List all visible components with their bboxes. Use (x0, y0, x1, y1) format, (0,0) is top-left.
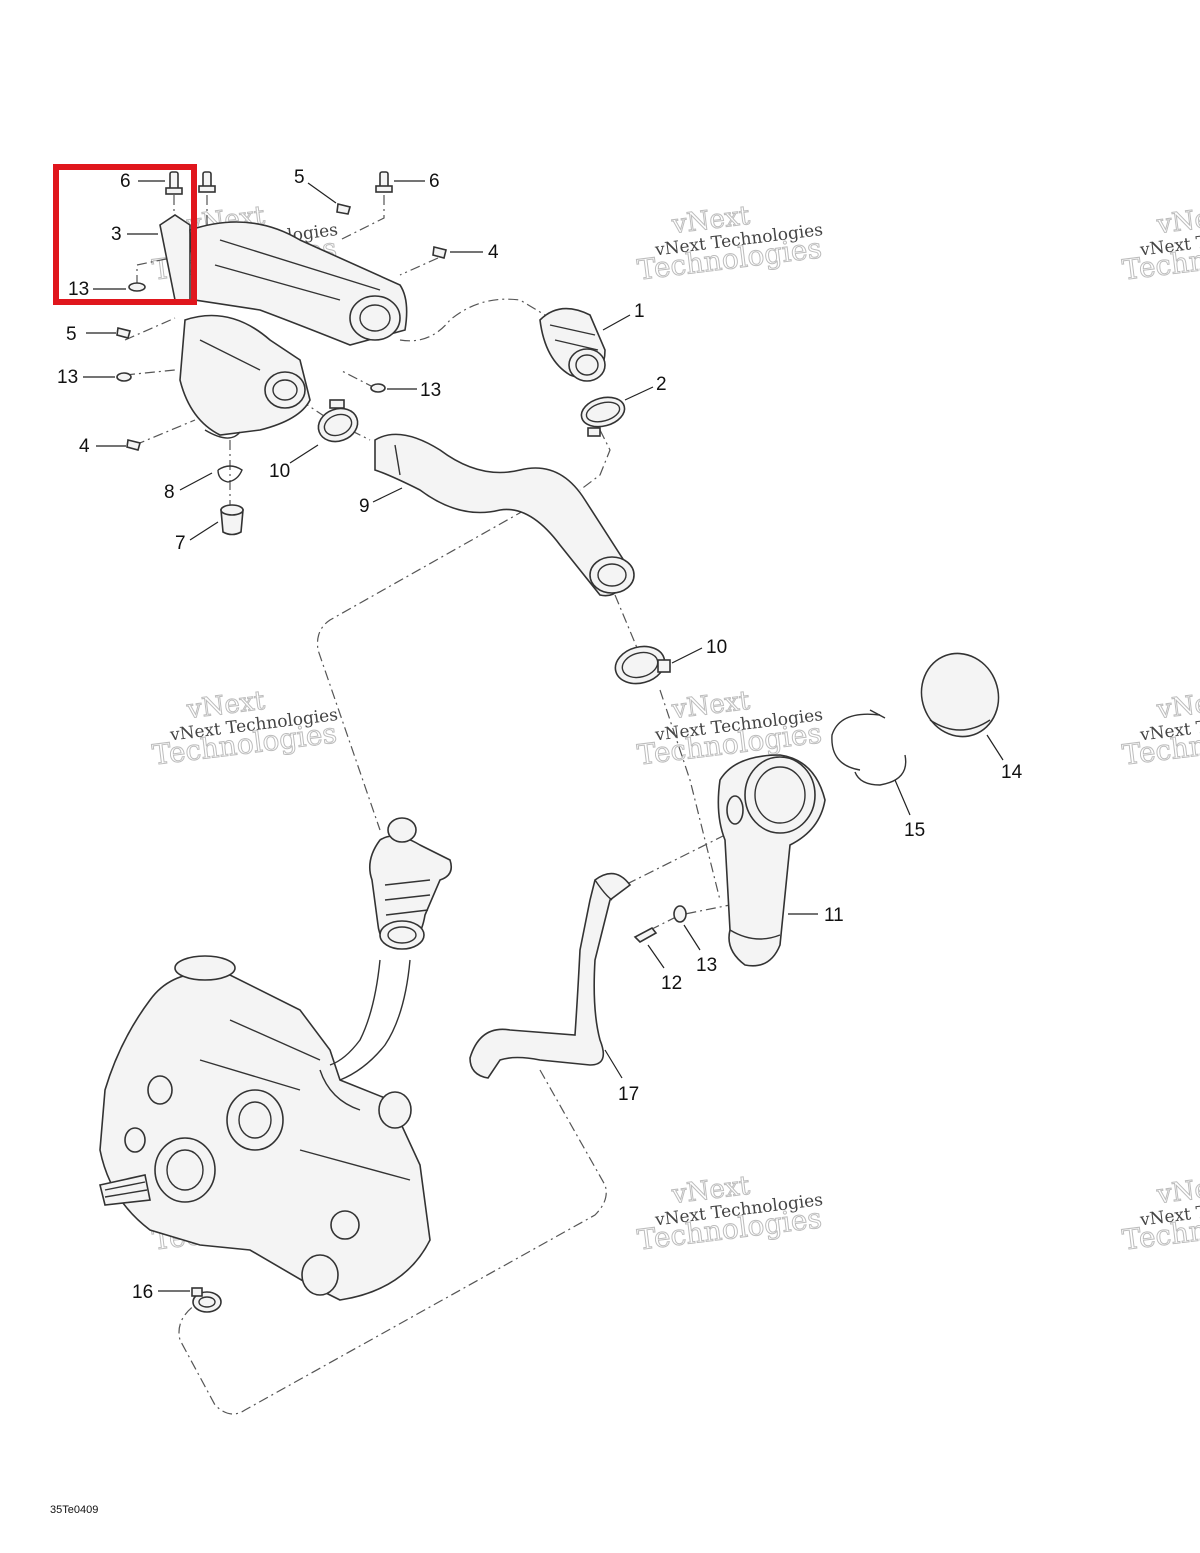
clamp-16-icon (191, 1287, 222, 1313)
callout-17: 17 (618, 1084, 639, 1105)
assembly-line (624, 834, 726, 886)
assembly-line (339, 195, 385, 241)
leader-line (671, 647, 703, 664)
leader-line (307, 182, 337, 204)
callout-8: 8 (164, 482, 175, 503)
assembly-line (339, 369, 376, 389)
clamp-10-upper-icon (317, 399, 359, 443)
callout-5: 5 (294, 167, 305, 188)
assembly-line (124, 317, 176, 341)
bracket-3-icon (159, 214, 191, 301)
leader-line (624, 386, 654, 401)
washer-13-icon (370, 383, 386, 393)
assembly-line (399, 298, 546, 342)
assembly-line (136, 254, 186, 285)
callout-1: 1 (634, 301, 645, 322)
callout-13: 13 (57, 367, 78, 388)
callout-2: 2 (656, 374, 667, 395)
cap-14-icon (920, 652, 1000, 738)
watermark: vNext vNext Technologies Technologies (1120, 1170, 1200, 1257)
callout-4: 4 (79, 436, 90, 457)
leader-line (289, 444, 319, 464)
watermark: vNext vNext Technologies Technologies (635, 1170, 824, 1257)
callouts: 6 3 13 5 6 4 1 5 13 13 2 4 10 8 9 7 10 1… (57, 167, 1023, 1303)
callout-11: 11 (824, 905, 844, 926)
callout-10: 10 (269, 461, 290, 482)
assembly-line (579, 429, 611, 491)
highlight-box (53, 164, 197, 305)
watermark: vNext vNext Technologies Technologies (150, 685, 339, 772)
bolt-6-left-icon (165, 171, 183, 195)
intake-boot-icon (369, 817, 453, 950)
callout-16: 16 (132, 1282, 153, 1303)
reference-code: 35Te0409 (50, 1504, 98, 1516)
callout-10: 10 (706, 637, 727, 658)
parts (99, 171, 1000, 1313)
leader-line (372, 487, 403, 503)
screw-12-icon (633, 926, 658, 943)
assembly-line (124, 369, 176, 376)
leader-line (986, 734, 1004, 761)
leader-line (602, 314, 631, 331)
callout-5: 5 (66, 324, 77, 345)
leader-line (647, 944, 665, 969)
hose-17-icon (469, 872, 632, 1079)
watermark: vNext vNext Technologies Technologies (635, 200, 824, 287)
callout-13: 13 (420, 380, 441, 401)
callout-14: 14 (1001, 762, 1023, 783)
washer-13-icon (673, 905, 687, 923)
callout-4: 4 (488, 242, 499, 263)
callout-3: 3 (111, 224, 122, 245)
callout-12: 12 (661, 973, 682, 994)
assembly-lines (124, 195, 731, 1415)
assembly-line (659, 689, 721, 901)
clip-5-lower-icon (116, 327, 131, 339)
callout-15: 15 (904, 820, 925, 841)
ring-15-icon (831, 709, 907, 786)
assembly-line (399, 257, 439, 276)
callout-13: 13 (696, 955, 717, 976)
washer-13-icon (116, 372, 132, 382)
watermark: vNext vNext Technologies Technologies (1120, 200, 1200, 287)
cap-7-icon (220, 504, 244, 536)
callout-9: 9 (359, 496, 370, 517)
airbox-upper-icon (189, 221, 408, 346)
callout-6: 6 (429, 171, 440, 192)
callout-7: 7 (175, 533, 186, 554)
assembly-line (614, 594, 641, 656)
leader-line (189, 521, 219, 541)
leader-line (894, 779, 911, 816)
clip-8-icon (217, 465, 243, 483)
intake-11-icon (717, 754, 826, 967)
leader-lines (83, 180, 1004, 1292)
engine-icon (99, 955, 431, 1301)
assembly-line (178, 1069, 607, 1415)
assembly-line (649, 904, 731, 931)
clip-5-icon (336, 203, 351, 215)
washer-13-icon (128, 282, 146, 292)
bolt-icon (198, 171, 216, 193)
leader-line (604, 1049, 623, 1079)
watermark: vNext vNext Technologies Technologies (1120, 685, 1200, 772)
callout-13: 13 (68, 279, 89, 300)
clamp-10-lower-icon (614, 645, 671, 685)
clip-4-icon (432, 246, 447, 259)
callout-6: 6 (120, 171, 131, 192)
clip-4-lower-icon (126, 439, 141, 451)
assembly-line (316, 509, 526, 831)
clamp-2-icon (580, 396, 626, 437)
leader-line (179, 472, 213, 491)
bolt-6-right-icon (375, 171, 393, 193)
leader-line (683, 924, 701, 951)
airbox-lower-icon (179, 314, 311, 439)
assembly-line (299, 399, 371, 441)
assembly-line (134, 419, 196, 446)
hose-9-icon (374, 433, 635, 597)
coupler-1-icon (539, 307, 606, 382)
